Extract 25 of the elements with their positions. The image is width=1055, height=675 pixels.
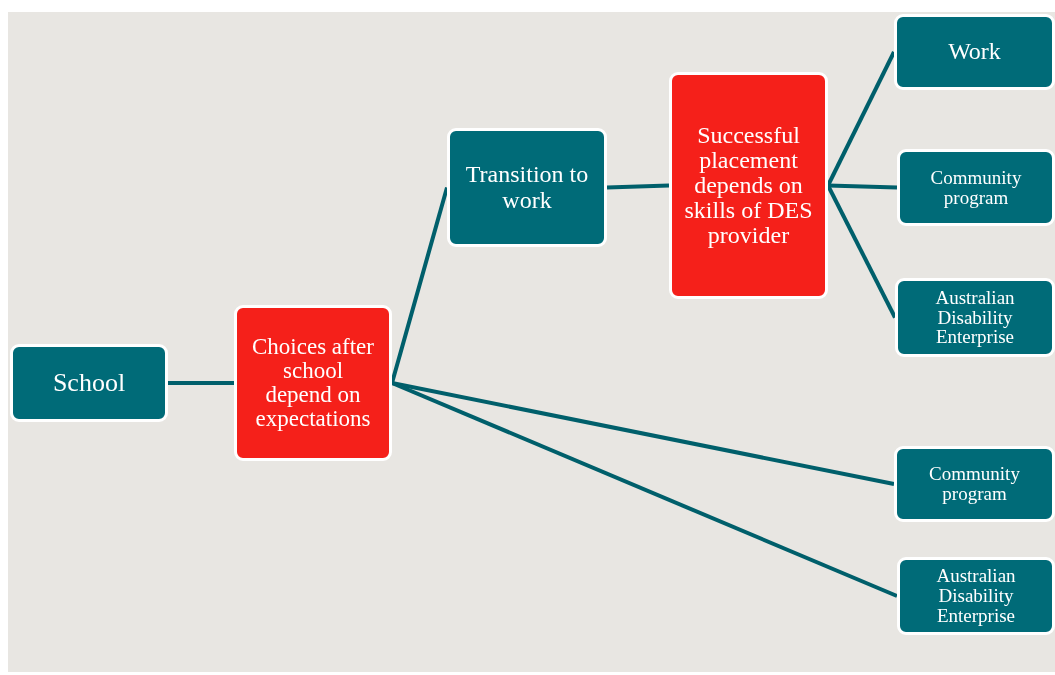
connector-line (390, 186, 449, 384)
process-box (894, 14, 1055, 90)
node-label: Community program (929, 167, 1023, 208)
connector-line (826, 184, 897, 319)
node-label: Successful placement depends on skills of DES provider (683, 122, 814, 249)
process-box (894, 446, 1055, 522)
node-label: Choices after school depend on expectations (251, 334, 375, 432)
connector-line (826, 51, 896, 187)
connector-line (391, 381, 895, 486)
process-box (897, 557, 1055, 635)
highlight-box (669, 72, 828, 299)
node-label: Community program (928, 464, 1021, 504)
node-label: Australian Disability Enterprise (934, 287, 1016, 348)
node-label: Work (948, 39, 1001, 65)
process-box (895, 278, 1055, 357)
highlight-box (234, 305, 392, 461)
node-label: Transition to work (464, 162, 590, 213)
connector-line (168, 381, 234, 385)
process-box (447, 128, 607, 247)
connector-line (606, 183, 670, 190)
process-box (10, 344, 168, 422)
process-box (897, 149, 1055, 226)
connector-line (827, 183, 898, 190)
node-label: Australian Disability Enterprise (935, 566, 1017, 626)
node-label: School (52, 369, 126, 397)
